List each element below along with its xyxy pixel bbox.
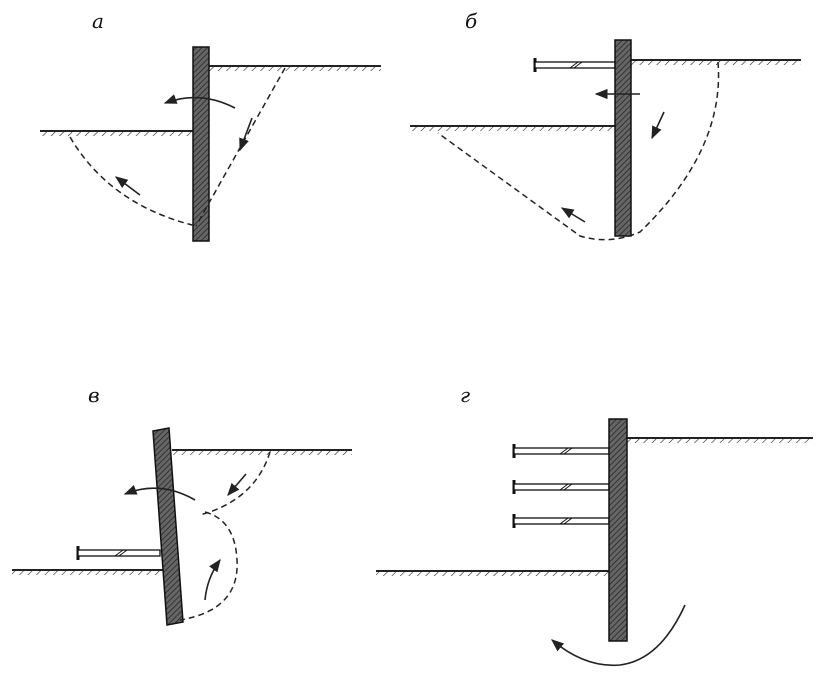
panel-a: а bbox=[40, 9, 381, 242]
panel-v-wall bbox=[152, 427, 184, 626]
panel-a-ground-left bbox=[40, 130, 193, 136]
panel-a-slip-line-left bbox=[69, 136, 197, 227]
panel-v-slide-arrow-lower bbox=[204, 558, 221, 601]
panel-b-ground-right bbox=[631, 59, 801, 65]
panel-g-wall bbox=[608, 418, 628, 642]
panel-a-wall bbox=[192, 46, 210, 242]
panel-g-ground-left bbox=[376, 570, 609, 576]
panel-g-anchor-3 bbox=[512, 514, 610, 528]
panel-b-anchor bbox=[533, 58, 616, 72]
panel-v: в bbox=[12, 383, 352, 626]
panel-b-slip-surface bbox=[437, 61, 720, 241]
panel-b: б bbox=[410, 9, 801, 241]
panel-a-rotation-arrow bbox=[163, 94, 236, 109]
panel-b-slide-arrow-right bbox=[651, 111, 665, 140]
panel-v-ground-left bbox=[12, 569, 164, 575]
panel-g-rotation-arrow bbox=[551, 604, 686, 667]
panel-b-slide-arrow-left bbox=[560, 207, 586, 223]
panel-b-label: б bbox=[465, 9, 478, 33]
panel-b-wall bbox=[614, 39, 632, 237]
panel-a-slide-arrow-right bbox=[239, 117, 253, 152]
panel-v-slip-line-upper bbox=[199, 451, 271, 516]
panel-a-ground-right bbox=[209, 65, 381, 71]
panel-b-ground-left bbox=[410, 125, 615, 131]
panel-g: г bbox=[376, 383, 813, 667]
panel-a-slide-arrow-left bbox=[114, 176, 141, 196]
panel-v-slide-arrow-upper bbox=[227, 473, 247, 496]
panel-v-rotation-arrow bbox=[123, 484, 196, 501]
panel-g-anchor-2 bbox=[512, 480, 610, 494]
panel-g-ground-right bbox=[627, 437, 813, 443]
panel-v-label: в bbox=[88, 383, 100, 407]
panel-v-anchor bbox=[76, 546, 161, 560]
panel-g-label: г bbox=[460, 383, 470, 407]
panel-v-ground-right bbox=[172, 449, 352, 455]
panel-g-anchor-1 bbox=[512, 444, 610, 458]
panel-v-slip-line-lower bbox=[179, 511, 238, 621]
panel-a-label: а bbox=[92, 9, 104, 33]
